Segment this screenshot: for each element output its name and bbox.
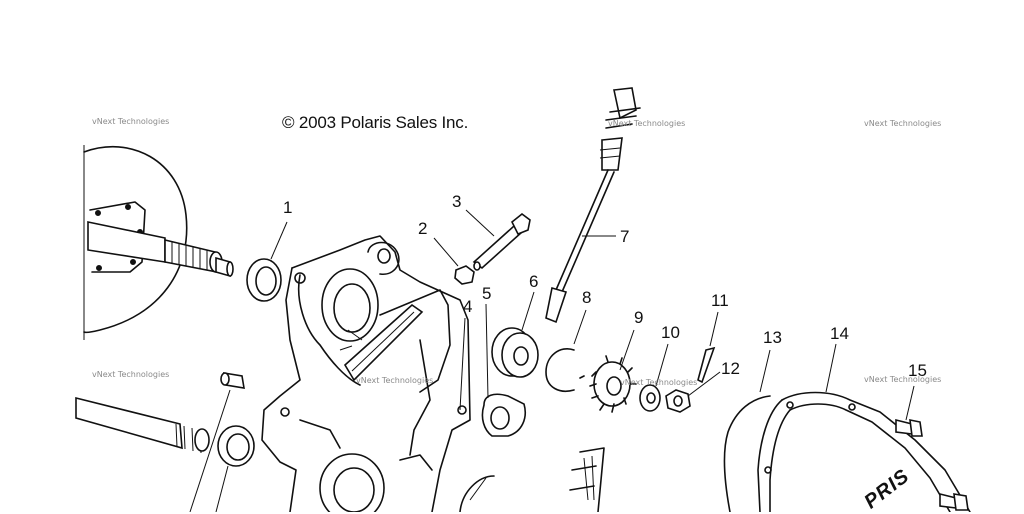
part-12-nut [665,371,721,413]
part-8-snap-ring [545,309,587,392]
part-5-bushing [481,303,526,437]
copyright-notice: © 2003 Polaris Sales Inc. [282,113,469,132]
part-14-cover [757,343,971,512]
lower-bearing [459,475,495,512]
callout-5: 5 [482,284,492,303]
part-3-bolt [465,209,531,271]
callout-13: 13 [763,328,782,347]
part-13-gasket [723,349,771,512]
callout-12: 12 [721,359,740,378]
callout-2: 2 [418,219,428,238]
part-9-gear [589,329,637,413]
callout-10: 10 [661,323,680,342]
watermark-text: vNext Technologies [620,378,698,387]
lower-seal [215,425,255,512]
callout-6: 6 [529,272,539,291]
part-2-nut [433,237,475,285]
part-10-washer [639,343,669,412]
callout-9: 9 [634,308,644,327]
part-11-cotter-pin [697,311,719,384]
watermark-text: vNext Technologies [92,117,170,126]
callout-14: 14 [830,324,849,343]
watermark-text: vNext Technologies [356,376,434,385]
part-7-dipstick [545,87,641,324]
part-1-seal [246,221,288,302]
upper-shaft [87,221,234,278]
watermark-text: vNext Technologies [92,370,170,379]
callout-15: 15 [908,361,927,380]
gearcase-housing [261,235,471,512]
part-6-washer [491,291,539,378]
part-15-bolt [895,385,969,511]
watermark-text: vNext Technologies [864,119,942,128]
lower-shaft [75,396,210,454]
callout-8: 8 [582,288,592,307]
lower-chain [569,447,605,512]
callout-7: 7 [620,227,630,246]
callout-4: 4 [463,297,473,316]
dowel-pin [189,372,245,512]
watermark-text: vNext Technologies [864,375,942,384]
watermark-text: vNext Technologies [608,119,686,128]
callout-1: 1 [283,198,293,217]
callout-11: 11 [711,291,729,310]
callout-3: 3 [452,192,462,211]
